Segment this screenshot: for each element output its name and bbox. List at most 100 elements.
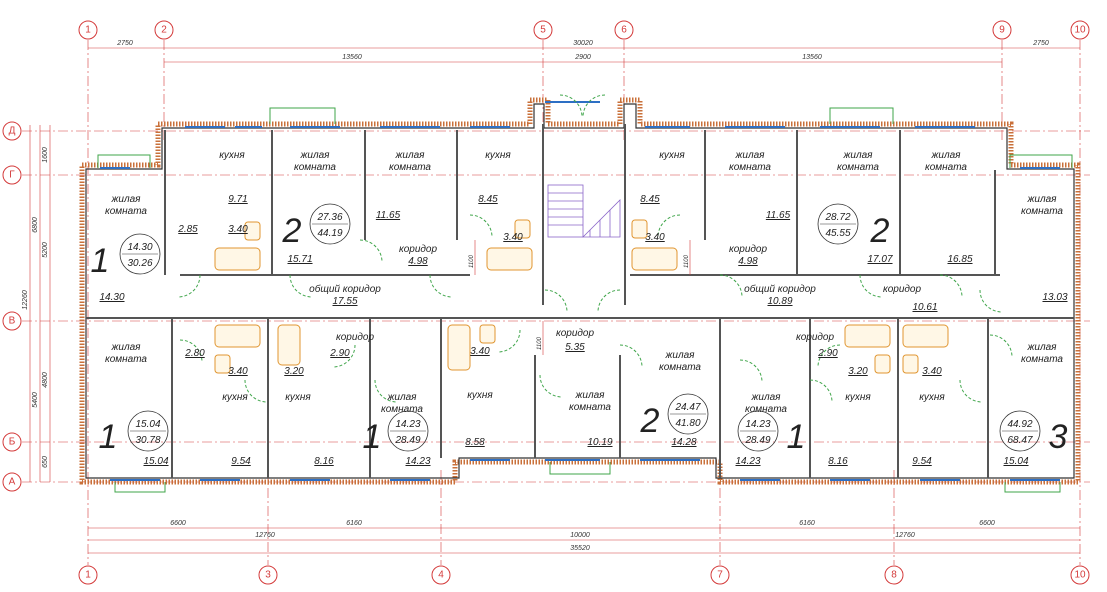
svg-text:13560: 13560 xyxy=(802,54,822,61)
apartment-marker-1b: 1 15.04 30.78 xyxy=(99,410,169,456)
svg-text:10.89: 10.89 xyxy=(767,296,792,307)
svg-text:кухня: кухня xyxy=(285,392,311,403)
svg-text:А: А xyxy=(9,477,16,488)
svg-text:35520: 35520 xyxy=(570,545,590,552)
svg-text:жилая: жилая xyxy=(575,390,606,401)
svg-text:8.45: 8.45 xyxy=(478,194,498,205)
svg-text:16.85: 16.85 xyxy=(947,254,972,265)
svg-text:10.61: 10.61 xyxy=(912,302,937,313)
svg-text:3.40: 3.40 xyxy=(470,346,490,357)
svg-text:2750: 2750 xyxy=(1032,40,1049,47)
svg-text:15.04: 15.04 xyxy=(143,456,168,467)
axis-bubble-top-9: 9 xyxy=(992,20,1012,40)
axis-bubble-left-g: Г xyxy=(2,165,22,185)
svg-text:14.23: 14.23 xyxy=(735,456,760,467)
svg-text:11.65: 11.65 xyxy=(766,210,791,221)
balconies xyxy=(97,107,1073,493)
svg-text:2: 2 xyxy=(870,212,890,250)
axis-bubbles-bottom: 1 3 4 7 8 10 xyxy=(78,565,1090,585)
svg-text:комната: комната xyxy=(569,402,611,413)
svg-text:2.90: 2.90 xyxy=(329,348,350,359)
dimensions-bottom: 6600 6160 6160 6600 12760 10000 12760 35… xyxy=(88,520,1080,554)
svg-text:8.58: 8.58 xyxy=(465,437,485,448)
apartment-marker-1c: 1 14.23 28.49 xyxy=(363,410,429,456)
svg-text:30020: 30020 xyxy=(573,40,593,47)
svg-text:4.98: 4.98 xyxy=(738,256,758,267)
svg-text:1: 1 xyxy=(363,418,382,456)
svg-text:жилая: жилая xyxy=(300,150,331,161)
svg-text:30.26: 30.26 xyxy=(127,258,152,269)
svg-text:жилая: жилая xyxy=(387,392,418,403)
svg-text:1: 1 xyxy=(91,242,110,280)
svg-text:14.28: 14.28 xyxy=(671,437,696,448)
axis-bubble-bottom-7: 7 xyxy=(710,565,730,585)
axis-bubble-bottom-3: 3 xyxy=(258,565,278,585)
svg-text:комната: комната xyxy=(381,404,423,415)
svg-text:1: 1 xyxy=(85,570,91,581)
svg-text:1100: 1100 xyxy=(469,254,475,268)
interior-walls xyxy=(86,124,1074,478)
svg-text:комната: комната xyxy=(837,162,879,173)
svg-text:6800: 6800 xyxy=(32,217,39,233)
svg-text:2750: 2750 xyxy=(116,40,133,47)
svg-text:12760: 12760 xyxy=(895,532,915,539)
svg-text:2.80: 2.80 xyxy=(184,348,205,359)
svg-text:30.78: 30.78 xyxy=(135,435,160,446)
svg-text:24.47: 24.47 xyxy=(674,402,700,413)
apartment-marker-1a: 1 14.30 30.26 xyxy=(91,233,161,280)
windows xyxy=(100,101,1060,481)
svg-text:жилая: жилая xyxy=(665,350,696,361)
svg-text:коридор: коридор xyxy=(883,284,921,295)
svg-text:9.54: 9.54 xyxy=(231,456,251,467)
svg-text:13560: 13560 xyxy=(342,54,362,61)
axis-bubble-left-d: Д xyxy=(2,121,22,141)
apartment-marker-2a: 2 27.36 44.19 xyxy=(282,203,351,250)
svg-text:14.23: 14.23 xyxy=(395,419,420,430)
svg-text:4.98: 4.98 xyxy=(408,256,428,267)
svg-text:комната: комната xyxy=(925,162,967,173)
svg-text:жилая: жилая xyxy=(735,150,766,161)
svg-text:15.04: 15.04 xyxy=(135,419,160,430)
svg-text:коридор: коридор xyxy=(399,244,437,255)
svg-text:11.65: 11.65 xyxy=(376,210,401,221)
svg-text:3.20: 3.20 xyxy=(848,366,868,377)
svg-text:28.49: 28.49 xyxy=(394,435,420,446)
axis-bubble-bottom-10: 10 xyxy=(1070,565,1090,585)
svg-text:5: 5 xyxy=(540,25,546,36)
svg-text:Д: Д xyxy=(9,126,16,137)
svg-text:3: 3 xyxy=(265,570,271,581)
axis-bubbles-left: Д Г В Б А xyxy=(2,121,22,492)
svg-text:28.72: 28.72 xyxy=(824,212,850,223)
svg-text:3.40: 3.40 xyxy=(228,224,248,235)
svg-text:кухня: кухня xyxy=(467,390,493,401)
svg-text:28.49: 28.49 xyxy=(744,435,770,446)
svg-text:14.30: 14.30 xyxy=(127,242,152,253)
svg-text:3: 3 xyxy=(1049,418,1068,456)
svg-text:9.54: 9.54 xyxy=(912,456,932,467)
svg-text:3.40: 3.40 xyxy=(645,232,665,243)
axis-bubbles-top: 1 2 5 6 9 10 xyxy=(78,20,1090,40)
svg-text:3.20: 3.20 xyxy=(284,366,304,377)
svg-text:жилая: жилая xyxy=(1027,342,1058,353)
door-swings xyxy=(177,94,1013,403)
room-name-kitchen: кухня xyxy=(219,150,245,161)
apartment-marker-1d: 1 14.23 28.49 xyxy=(737,410,805,456)
svg-text:8.45: 8.45 xyxy=(640,194,660,205)
svg-text:10.19: 10.19 xyxy=(587,437,612,448)
svg-text:14.23: 14.23 xyxy=(405,456,430,467)
svg-text:кухня: кухня xyxy=(919,392,945,403)
svg-text:2: 2 xyxy=(161,25,167,36)
svg-text:8.16: 8.16 xyxy=(314,456,334,467)
svg-text:1600: 1600 xyxy=(42,147,49,163)
svg-text:коридор: коридор xyxy=(729,244,767,255)
apartment-markers: 1 14.30 30.26 2 27.36 44.19 2 28.72 45.5… xyxy=(91,203,1068,456)
svg-text:кухня: кухня xyxy=(659,150,685,161)
axis-bubble-left-a: А xyxy=(2,472,22,492)
svg-text:12260: 12260 xyxy=(22,290,29,310)
svg-text:1100: 1100 xyxy=(537,336,543,350)
axis-bubble-top-1: 1 xyxy=(78,20,98,40)
room-name-living: жилая xyxy=(111,194,142,205)
svg-text:кухня: кухня xyxy=(845,392,871,403)
svg-text:жилая: жилая xyxy=(751,392,782,403)
